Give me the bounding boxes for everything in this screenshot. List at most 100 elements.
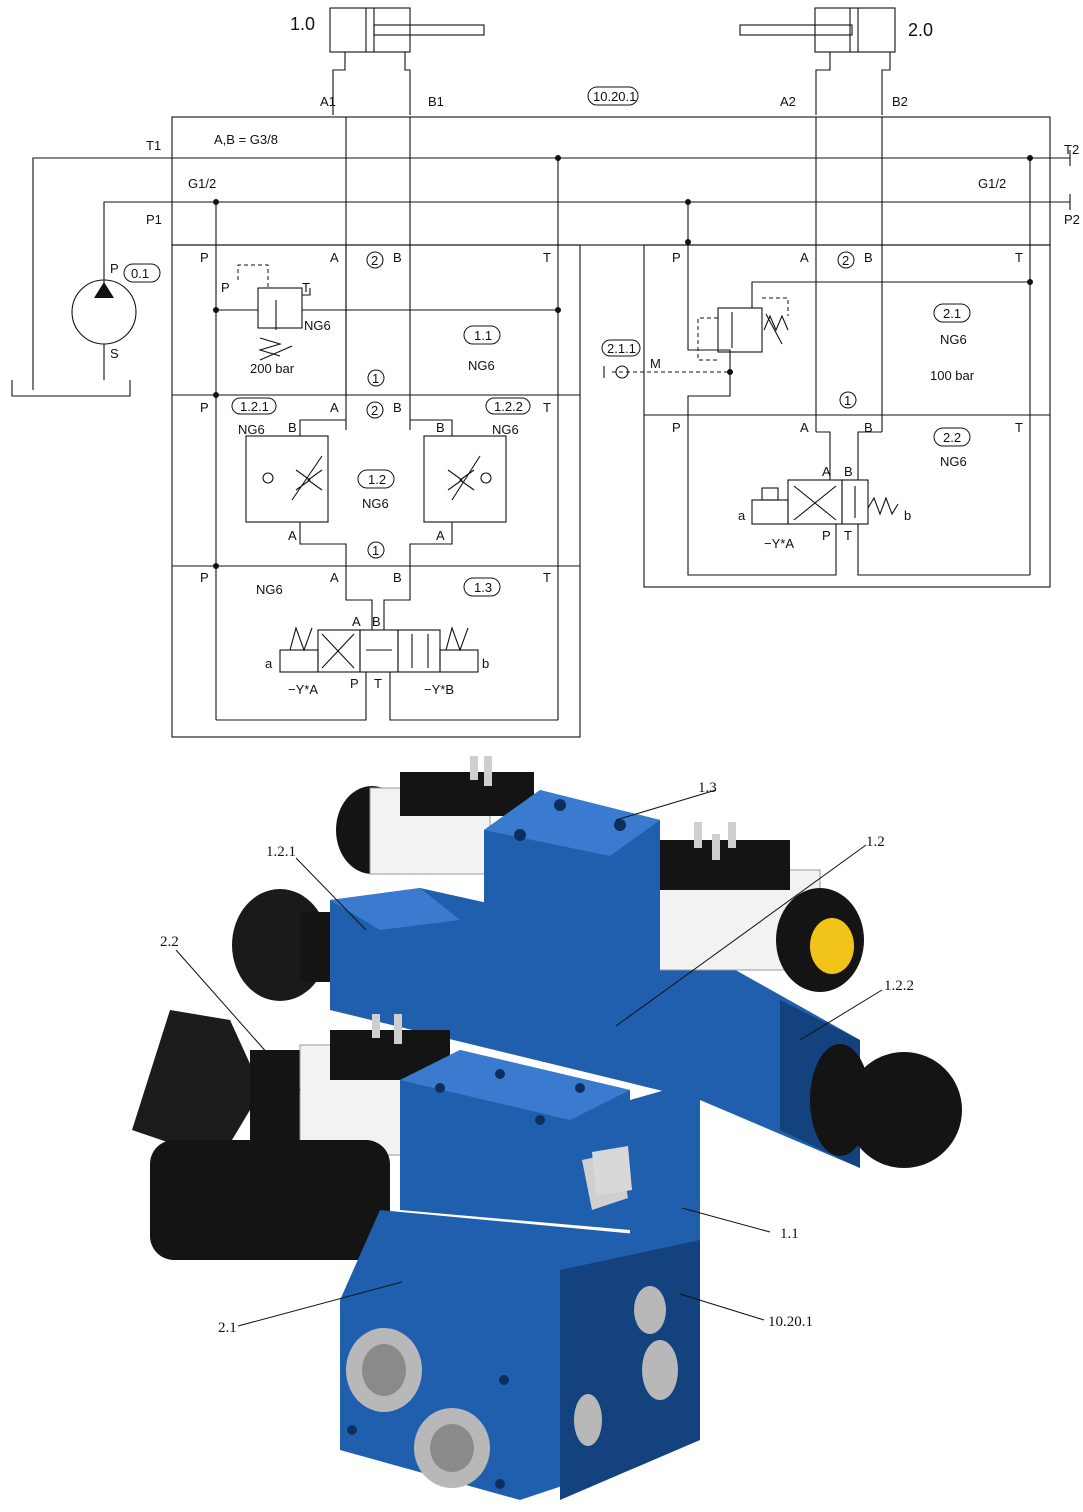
pos2-b: 2 bbox=[371, 403, 378, 418]
callout-1-2: 1.2 bbox=[866, 834, 885, 850]
ng6-1-1: NG6 bbox=[468, 358, 495, 373]
thread-ab-label: A,B = G3/8 bbox=[214, 132, 278, 147]
pump-s-label: S bbox=[110, 346, 119, 361]
sol-yb-1-3: −Y*B bbox=[424, 682, 454, 697]
p-1-3: P bbox=[200, 570, 209, 585]
b-2-2: B bbox=[864, 420, 873, 435]
t-2-2: T bbox=[1015, 420, 1023, 435]
ng6-2-2: NG6 bbox=[940, 454, 967, 469]
b-1-3-v: B bbox=[372, 614, 381, 629]
a-2-2: A bbox=[800, 420, 809, 435]
a-1-2-2: A bbox=[436, 528, 445, 543]
cartridge-2-1 bbox=[150, 1140, 390, 1260]
p-1-1: P bbox=[200, 250, 209, 265]
port-a2-label: A2 bbox=[780, 94, 796, 109]
manifold-10-20-1 bbox=[340, 1210, 700, 1500]
body-1-1 bbox=[630, 1080, 700, 1250]
line-t2-label: T2 bbox=[1064, 142, 1079, 157]
p-1-3-v: P bbox=[350, 676, 359, 691]
p-2-2: P bbox=[672, 420, 681, 435]
b-1-3: B bbox=[393, 570, 402, 585]
t-1-1: T bbox=[543, 250, 551, 265]
t-1-3-v: T bbox=[374, 676, 382, 691]
ng6-relief: NG6 bbox=[304, 318, 331, 333]
valve-stack-render: 1.3 1.2 1.2.1 1.2.2 2.2 1.1 2.1 10.20.1 bbox=[132, 756, 962, 1500]
b-2-2-v: B bbox=[844, 464, 853, 479]
sol-a-1-3: a bbox=[265, 656, 273, 671]
t-1-2: T bbox=[543, 400, 551, 415]
relief-left-label: 200 bar bbox=[250, 361, 295, 376]
p-1-2: P bbox=[200, 400, 209, 415]
sol-a-2-2: a bbox=[738, 508, 746, 523]
cylinder-2-0: 2.0 bbox=[739, 7, 933, 115]
p-2-2-v: P bbox=[822, 528, 831, 543]
pos1-a: 1 bbox=[372, 371, 379, 386]
valve-1-2-2-knob bbox=[810, 1044, 962, 1168]
pos2-a: 2 bbox=[371, 253, 378, 268]
callout-2-2: 2.2 bbox=[160, 934, 179, 950]
valve-1-3-label: 1.3 bbox=[474, 580, 492, 595]
a-1-3: A bbox=[330, 570, 339, 585]
thread-right-label: G1/2 bbox=[978, 176, 1006, 191]
block-id-label: 10.20.1 bbox=[593, 89, 636, 104]
b-1-1: B bbox=[393, 250, 402, 265]
b-1-2-1: B bbox=[288, 420, 297, 435]
ng6-1-2: NG6 bbox=[362, 496, 389, 511]
valve-1-2-label: 1.2 bbox=[368, 472, 386, 487]
b-2-1: B bbox=[864, 250, 873, 265]
a-1-2-1: A bbox=[288, 528, 297, 543]
a-1-2: A bbox=[330, 400, 339, 415]
callout-1-2-2: 1.2.2 bbox=[884, 978, 914, 994]
valve-1-2-2-label: 1.2.2 bbox=[494, 399, 523, 414]
cylinder-1-0: 1.0 bbox=[290, 7, 485, 115]
thread-left-label: G1/2 bbox=[188, 176, 216, 191]
port-b1-label: B1 bbox=[428, 94, 444, 109]
t-relief: T bbox=[302, 280, 310, 295]
sol-b-2-2: b bbox=[904, 508, 911, 523]
callout-10-20-1: 10.20.1 bbox=[768, 1314, 813, 1330]
valve-2-1-label: 2.1 bbox=[943, 306, 961, 321]
valve-2-1-1-label: 2.1.1 bbox=[607, 341, 636, 356]
relief-right-label: 100 bar bbox=[930, 368, 975, 383]
pos1-b: 1 bbox=[372, 543, 379, 558]
hydraulic-schematic: 1.0 2.0 A1 B1 A2 B2 10.20.1 A,B = G3/8 G… bbox=[11, 7, 1080, 738]
ng6-2-1: NG6 bbox=[940, 332, 967, 347]
valve-1-2-1-label: 1.2.1 bbox=[240, 399, 269, 414]
p-2-1: P bbox=[672, 250, 681, 265]
callout-2-1: 2.1 bbox=[218, 1320, 237, 1336]
valve-1-1-label: 1.1 bbox=[474, 328, 492, 343]
pump: 0.1 P S bbox=[11, 261, 161, 397]
sol-b-1-3: b bbox=[482, 656, 489, 671]
port-a1-label: A1 bbox=[320, 94, 336, 109]
valve-2-2-label: 2.2 bbox=[943, 430, 961, 445]
a-2-1: A bbox=[800, 250, 809, 265]
pump-p-label: P bbox=[110, 261, 119, 276]
line-t1-label: T1 bbox=[146, 138, 161, 153]
ng6-1-3: NG6 bbox=[256, 582, 283, 597]
callout-1-2-1: 1.2.1 bbox=[266, 844, 296, 860]
sol-ya-1-3: −Y*A bbox=[288, 682, 318, 697]
b-1-2-2: B bbox=[436, 420, 445, 435]
a-2-2-v: A bbox=[822, 464, 831, 479]
line-p1-label: P1 bbox=[146, 212, 162, 227]
solenoid-1-3-left bbox=[336, 756, 534, 875]
a-1-3-v: A bbox=[352, 614, 361, 629]
body-2-1 bbox=[400, 1050, 630, 1230]
b-1-2: B bbox=[393, 400, 402, 415]
pos2-c: 2 bbox=[842, 253, 849, 268]
sol-ya-2-2: −Y*A bbox=[764, 536, 794, 551]
gauge-m-label: M bbox=[650, 356, 661, 371]
pos1-c: 1 bbox=[844, 393, 851, 408]
ng6-1-2-1: NG6 bbox=[238, 422, 265, 437]
bolt-head bbox=[592, 1146, 632, 1196]
t-1-3: T bbox=[543, 570, 551, 585]
cylinder-1-0-label: 1.0 bbox=[290, 14, 315, 34]
center-block bbox=[484, 790, 660, 1040]
ng6-1-2-2: NG6 bbox=[492, 422, 519, 437]
p-relief: P bbox=[221, 280, 230, 295]
valve-2-2 bbox=[132, 1010, 450, 1160]
solenoid-1-3-right bbox=[639, 822, 864, 992]
a-1-1: A bbox=[330, 250, 339, 265]
t-2-2-v: T bbox=[844, 528, 852, 543]
line-p2-label: P2 bbox=[1064, 212, 1080, 227]
